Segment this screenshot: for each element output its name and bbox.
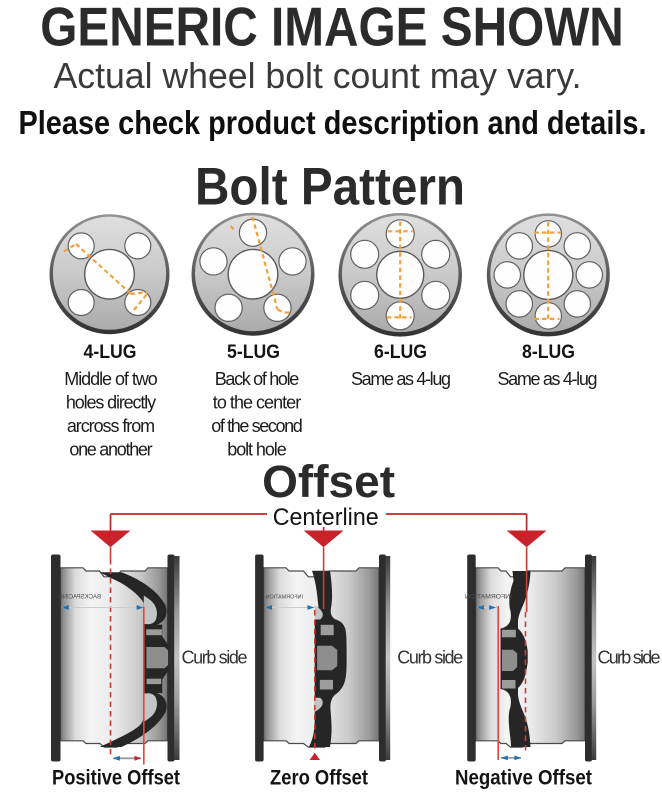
svg-text:8-LUG: 8-LUG xyxy=(522,342,575,363)
svg-text:Same as 4-lug: Same as 4-lug xyxy=(498,369,598,389)
svg-text:to the center: to the center xyxy=(213,392,301,412)
svg-text:INFORMATION: INFORMATION xyxy=(266,595,303,601)
svg-text:Zero Offset: Zero Offset xyxy=(270,766,368,790)
svg-text:holes directly: holes directly xyxy=(66,392,156,412)
svg-text:Please check product descripti: Please check product description and det… xyxy=(19,104,647,141)
svg-text:5-LUG: 5-LUG xyxy=(227,342,280,363)
svg-text:Curb side: Curb side xyxy=(598,648,661,668)
svg-text:4-LUG: 4-LUG xyxy=(84,342,137,363)
svg-text:GENERIC IMAGE SHOWN: GENERIC IMAGE SHOWN xyxy=(40,0,624,58)
svg-text:one another: one another xyxy=(69,440,152,460)
svg-text:bolt hole: bolt hole xyxy=(227,440,287,460)
svg-text:arcross from: arcross from xyxy=(67,416,155,436)
svg-text:Positive Offset: Positive Offset xyxy=(52,766,180,790)
svg-text:BACKSPACING: BACKSPACING xyxy=(58,595,101,601)
svg-text:of the second: of the second xyxy=(211,416,303,436)
svg-text:Back of hole: Back of hole xyxy=(215,369,300,389)
svg-text:Negative Offset: Negative Offset xyxy=(455,766,592,790)
svg-text:Middle of two: Middle of two xyxy=(64,369,158,389)
svg-text:Actual wheel bolt count may va: Actual wheel bolt count may vary. xyxy=(54,55,582,96)
svg-text:Offset: Offset xyxy=(262,456,395,507)
svg-text:Curb side: Curb side xyxy=(397,648,463,668)
svg-text:Centerline: Centerline xyxy=(273,504,379,531)
svg-text:Bolt Pattern: Bolt Pattern xyxy=(195,157,465,216)
svg-text:INFORMATION: INFORMATION xyxy=(465,594,512,601)
svg-text:Curb side: Curb side xyxy=(182,648,248,668)
svg-text:Same as 4-lug: Same as 4-lug xyxy=(351,369,451,389)
svg-text:6-LUG: 6-LUG xyxy=(374,342,427,363)
